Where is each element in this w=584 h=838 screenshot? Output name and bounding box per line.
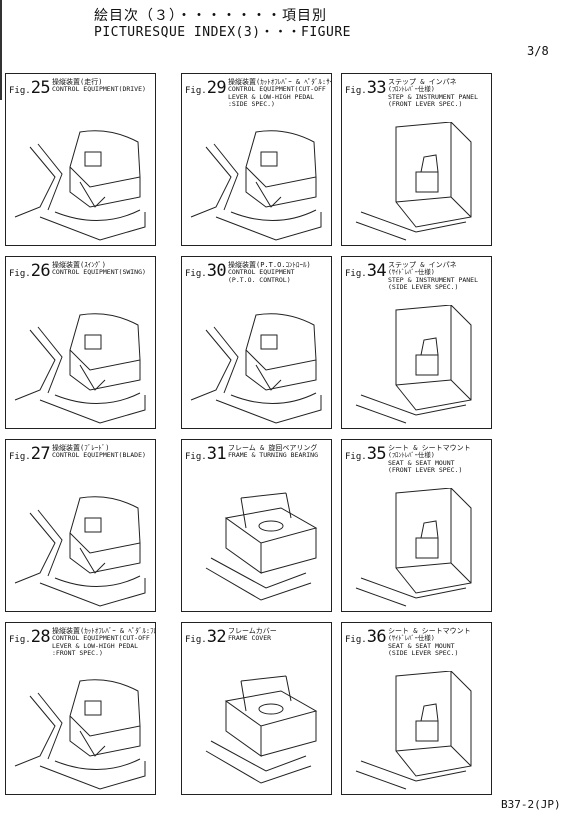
figure-number: Fig.36 (345, 627, 387, 647)
figure-english-title: CONTROL EQUIPMENT(BLADE) (52, 451, 146, 459)
figure-english-title: (ﾌﾛﾝﾄﾚﾊﾞｰ仕様) SEAT & SEAT MOUNT (FRONT LE… (388, 451, 463, 474)
illustration (14, 679, 146, 790)
figure-number: Fig.32 (185, 627, 227, 647)
figure-number: Fig.26 (9, 261, 51, 281)
figure-english-title: CONTROL EQUIPMENT(CUT-OFF LEVER & LOW-HI… (52, 634, 150, 657)
figure-japanese-title: シート & シートマウント (388, 444, 471, 452)
figure-japanese-title: 操縦装置(P.T.O.ｺﾝﾄﾛｰﾙ) (228, 261, 311, 269)
figure-japanese-title: 操縦装置(ｶｯﾄｵﾌﾚﾊﾞｰ & ﾍﾟﾀﾞﾙ:ｻｲﾄﾞ仕様) (228, 78, 331, 86)
illustration (14, 496, 146, 607)
figure-english-title: (ｻｲﾄﾞﾚﾊﾞｰ仕様) SEAT & SEAT MOUNT (SIDE LEV… (388, 634, 459, 657)
figure-english-title: (ﾌﾛﾝﾄﾚﾊﾞｰ仕様) STEP & INSTRUMENT PANEL (FR… (388, 85, 479, 108)
figure-english-title: CONTROL EQUIPMENT(CUT-OFF LEVER & LOW-HI… (228, 85, 326, 108)
figure-english-title: CONTROL EQUIPMENT(DRIVE) (52, 85, 146, 93)
english-title: PICTURESQUE INDEX(3)・・・FIGURE (94, 25, 351, 40)
figure-japanese-title: 操縦装置(走行) (52, 78, 103, 86)
figure-number: Fig.28 (9, 627, 51, 647)
scan-edge-mark (0, 0, 2, 100)
illustration (205, 492, 318, 601)
figure-english-title: FRAME COVER (228, 634, 272, 642)
illustration (14, 313, 146, 424)
illustration (355, 122, 472, 241)
figure-japanese-title: フレームカバー (228, 627, 277, 635)
figure-number: Fig.35 (345, 444, 387, 464)
illustration (14, 130, 146, 241)
figure-number: Fig.27 (9, 444, 51, 464)
illustration (355, 671, 472, 790)
illustration (205, 675, 318, 784)
page-header: 絵目次（３）・・・・・・・項目別 PICTURESQUE INDEX(3)・・・… (94, 8, 494, 41)
figure-number: Fig.34 (345, 261, 387, 281)
illustration (190, 313, 322, 424)
figure-english-title: (ｻｲﾄﾞﾚﾊﾞｰ仕様) STEP & INSTRUMENT PANEL (SI… (388, 268, 479, 291)
page-number: 3/8 (527, 44, 549, 58)
figure-japanese-title: 操縦装置(ﾌﾞﾚｰﾄﾞ) (52, 444, 110, 452)
japanese-title: 絵目次（３）・・・・・・・項目別 (94, 8, 327, 24)
figure-english-title: CONTROL EQUIPMENT (P.T.O. CONTROL) (228, 268, 295, 284)
document-code: B37-2(JP) (501, 798, 561, 811)
figure-english-title: FRAME & TURNING BEARING (228, 451, 319, 459)
figure-japanese-title: ステップ & インパネ (388, 78, 457, 86)
figure-number: Fig.30 (185, 261, 227, 281)
illustration (355, 488, 472, 607)
figure-number: Fig.33 (345, 78, 387, 98)
figure-number: Fig.29 (185, 78, 227, 98)
illustration (190, 130, 322, 241)
figure-japanese-title: 操縦装置(ｶｯﾄｵﾌﾚﾊﾞｰ & ﾍﾟﾀﾞﾙ:ﾌﾛﾝﾄ仕様) (52, 627, 155, 635)
figure-japanese-title: ステップ & インパネ (388, 261, 457, 269)
figure-japanese-title: シート & シートマウント (388, 627, 471, 635)
illustration (355, 305, 472, 424)
figure-number: Fig.25 (9, 78, 51, 98)
figure-english-title: CONTROL EQUIPMENT(SWING) (52, 268, 146, 276)
figure-number: Fig.31 (185, 444, 227, 464)
figure-japanese-title: フレーム & 旋回ベアリング (228, 444, 318, 452)
figure-japanese-title: 操縦装置(ｽｲﾝｸﾞ) (52, 261, 106, 269)
